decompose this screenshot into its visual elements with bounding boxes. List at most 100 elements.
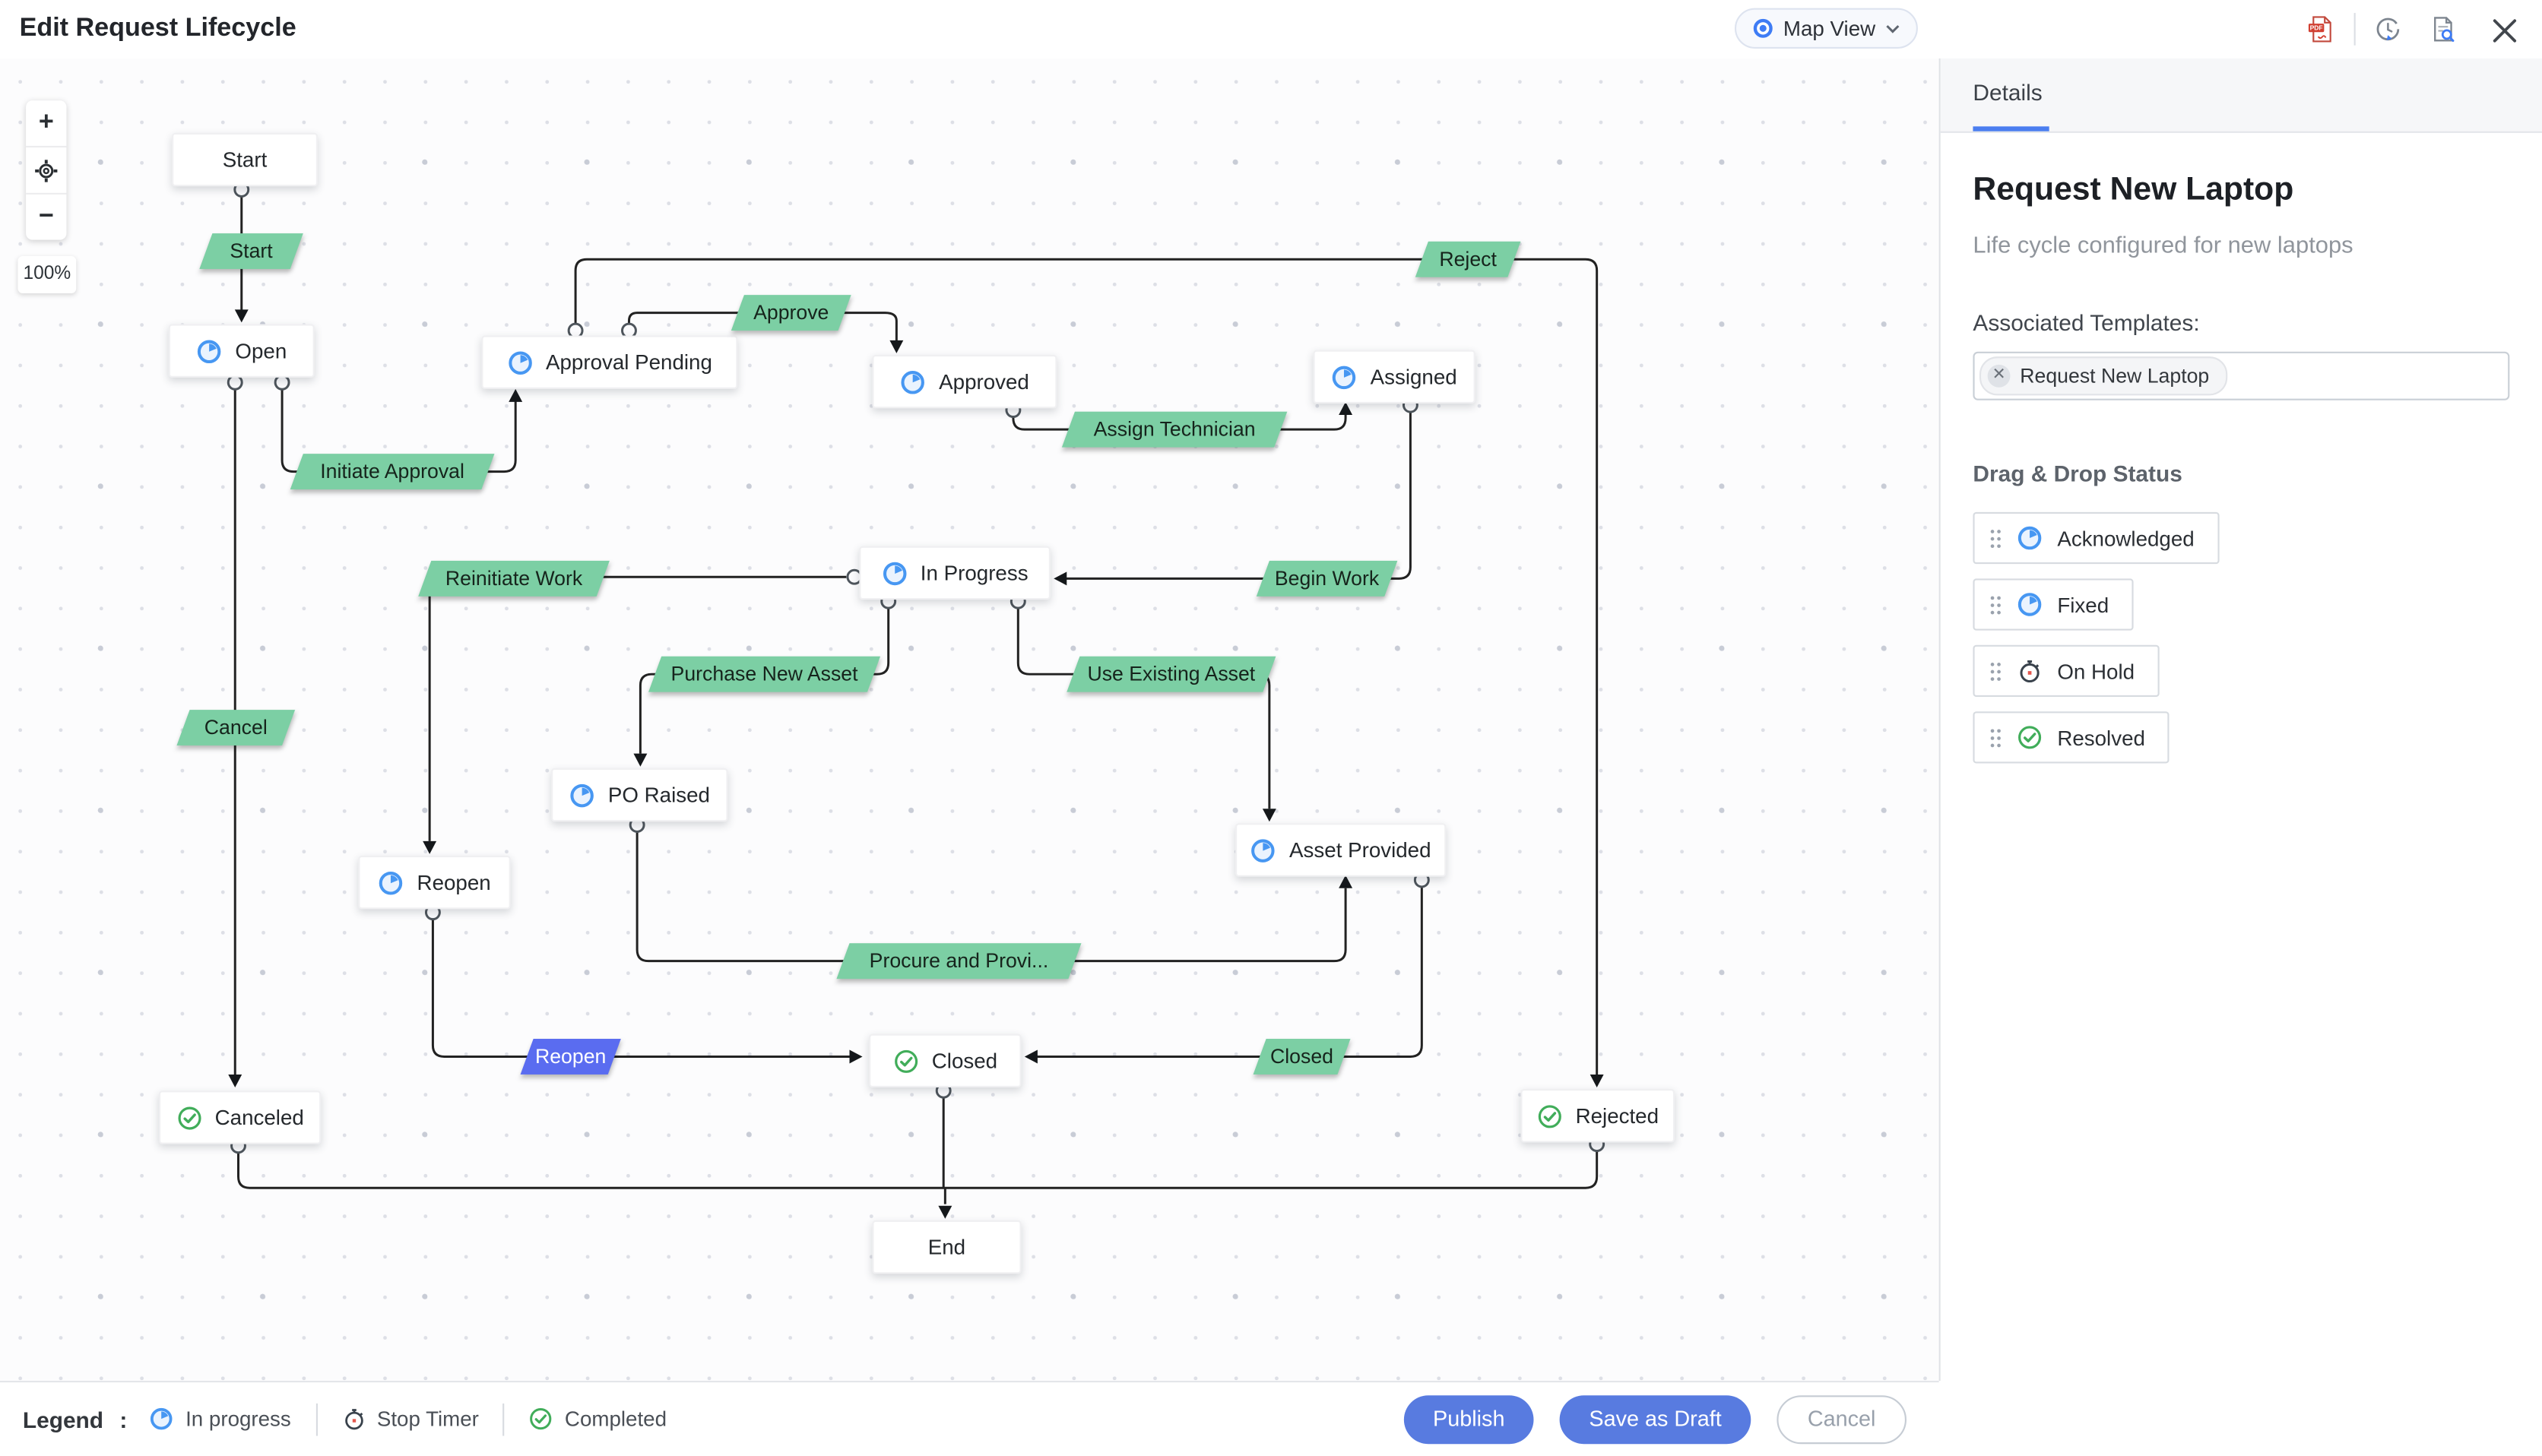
template-chip: ✕ Request New Laptop	[1979, 356, 2227, 396]
flow-node-approval-pending[interactable]: Approval Pending	[481, 335, 738, 389]
transition-label-procure-and-provi[interactable]: Procure and Provi...	[843, 943, 1075, 979]
transition-label-text: Reinitiate Work	[445, 567, 583, 590]
history-icon[interactable]	[2373, 14, 2402, 43]
associated-templates-field[interactable]: ✕ Request New Laptop	[1973, 351, 2510, 400]
flow-node-closed[interactable]: Closed	[869, 1033, 1022, 1088]
pdf-export-icon[interactable]: PDF	[2306, 14, 2334, 43]
save-as-draft-button[interactable]: Save as Draft	[1559, 1394, 1751, 1444]
drag-status-resolved[interactable]: Resolved	[1973, 711, 2170, 764]
in-progress-icon	[901, 369, 925, 394]
transition-label-reject[interactable]: Reject	[1422, 242, 1514, 277]
zoom-out-button[interactable]: −	[26, 192, 67, 240]
transition-label-reinitiate-work[interactable]: Reinitiate Work	[425, 561, 604, 597]
transition-label-begin-work[interactable]: Begin Work	[1263, 561, 1390, 597]
drag-handle-icon	[1990, 661, 2001, 680]
legend-items: In progress Stop Timer Completed	[150, 1402, 667, 1435]
template-chip-label: Request New Laptop	[2020, 364, 2210, 388]
flow-node-label: Approved	[939, 369, 1029, 394]
in-progress-icon	[1333, 365, 1356, 389]
drag-status-label: On Hold	[2057, 658, 2135, 683]
drag-status-fixed[interactable]: Fixed	[1973, 578, 2134, 631]
transition-label-text: Reject	[1439, 248, 1497, 271]
transition-label-text: Begin Work	[1274, 567, 1380, 590]
transition-label-text: Start	[230, 239, 273, 263]
completed-icon	[2018, 726, 2042, 749]
transition-label-text: Assign Technician	[1093, 418, 1256, 442]
transition-label-start[interactable]: Start	[206, 233, 296, 269]
flow-node-reopen[interactable]: Reopen	[358, 856, 511, 910]
drag-status-label: Fixed	[2057, 592, 2109, 617]
transition-label-closed[interactable]: Closed	[1260, 1039, 1344, 1075]
transition-label-purchase-new-asset[interactable]: Purchase New Asset	[655, 657, 874, 692]
flow-node-end[interactable]: End	[872, 1220, 1022, 1274]
zoom-in-button[interactable]: +	[38, 108, 54, 137]
legend-heading: Legend	[22, 1406, 104, 1432]
cancel-button[interactable]: Cancel	[1777, 1394, 1906, 1444]
completed-icon	[894, 1049, 918, 1072]
center-target-icon	[35, 159, 58, 182]
transition-label-text: Reopen	[534, 1045, 607, 1068]
page-title: Edit Request Lifecycle	[19, 14, 296, 43]
lifecycle-description: Life cycle configured for new laptops	[1973, 233, 2353, 260]
map-view-dropdown[interactable]: Map View	[1734, 8, 1918, 49]
legend-item-completed: Completed	[529, 1407, 667, 1431]
associated-templates-label: Associated Templates:	[1973, 309, 2200, 336]
in-progress-icon	[151, 1407, 173, 1430]
stop-timer-icon	[2020, 660, 2040, 683]
fit-to-screen-button[interactable]	[26, 145, 67, 193]
flow-node-label: End	[927, 1235, 966, 1260]
flow-node-label: Assigned	[1370, 364, 1457, 389]
in-progress-icon	[508, 350, 532, 374]
transition-label-approve[interactable]: Approve	[737, 295, 845, 331]
details-content: Request New Laptop Life cycle configured…	[1941, 172, 2542, 764]
review-changes-icon[interactable]	[2429, 14, 2458, 43]
legend-separator	[502, 1402, 506, 1435]
drag-handle-icon	[1990, 595, 2001, 614]
completed-icon	[1538, 1104, 1561, 1128]
legend-item-label: Stop Timer	[376, 1407, 479, 1432]
flow-node-canceled[interactable]: Canceled	[158, 1090, 322, 1144]
legend-item-in-progress: In progress	[150, 1407, 291, 1431]
close-icon[interactable]	[2490, 16, 2519, 45]
transition-label-text: Purchase New Asset	[670, 663, 858, 686]
transition-label-assign-technician[interactable]: Assign Technician	[1068, 412, 1280, 448]
in-progress-icon	[1251, 838, 1276, 862]
flow-node-open[interactable]: Open	[168, 324, 315, 378]
transition-label-text: Cancel	[204, 716, 268, 739]
toolbar-divider	[2353, 13, 2356, 46]
completed-icon	[530, 1408, 553, 1430]
flow-node-label: Reopen	[417, 870, 491, 895]
in-progress-icon	[2017, 593, 2042, 616]
transition-label-cancel[interactable]: Cancel	[183, 710, 289, 745]
flow-node-approved[interactable]: Approved	[872, 355, 1057, 409]
drag-status-on-hold[interactable]: On Hold	[1973, 644, 2160, 698]
publish-button[interactable]: Publish	[1403, 1394, 1534, 1444]
transition-label-use-existing-asset[interactable]: Use Existing Asset	[1073, 657, 1269, 692]
details-tab-bar: Details	[1940, 58, 2542, 133]
flow-node-asset-provided[interactable]: Asset Provided	[1235, 823, 1447, 877]
remove-chip-icon[interactable]: ✕	[1987, 364, 2011, 388]
flow-node-label: Closed	[931, 1048, 998, 1073]
map-view-label: Map View	[1783, 16, 1876, 41]
flow-node-in-progress[interactable]: In Progress	[859, 546, 1051, 600]
transition-label-reopen[interactable]: Reopen	[527, 1039, 614, 1075]
flow-node-label: Start	[222, 147, 268, 173]
transition-label-text: Approve	[753, 301, 829, 324]
stop-timer-icon	[344, 1409, 363, 1430]
transition-label-initiate-approval[interactable]: Initiate Approval	[296, 454, 488, 489]
action-buttons: Publish Save as Draft Cancel	[1403, 1394, 1906, 1444]
flow-node-start[interactable]: Start	[172, 132, 318, 187]
flow-node-assigned[interactable]: Assigned	[1313, 350, 1475, 404]
drag-handle-icon	[1990, 728, 2001, 747]
flow-node-po-raised[interactable]: PO Raised	[551, 768, 728, 822]
drag-status-label: Resolved	[2057, 725, 2145, 750]
flow-node-label: Approval Pending	[546, 350, 712, 375]
tab-details[interactable]: Details	[1973, 79, 2043, 106]
legend-item-stop-timer: Stop Timer	[341, 1407, 479, 1431]
drag-status-acknowledged[interactable]: Acknowledged	[1973, 511, 2219, 565]
tab-active-indicator	[1973, 126, 2049, 131]
flow-node-rejected[interactable]: Rejected	[1520, 1089, 1675, 1143]
